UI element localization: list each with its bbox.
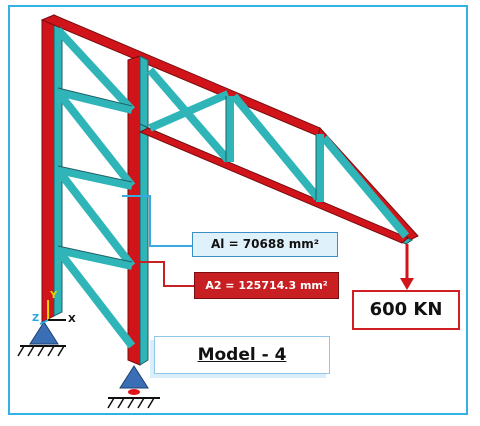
x-axis-label: X: [68, 314, 76, 325]
model-title: Model - 4: [154, 336, 330, 374]
area-2-callout: A2 = 125714.3 mm²: [194, 272, 339, 299]
diagram-border: [8, 5, 468, 415]
inner-column: [127, 55, 149, 366]
area-1-callout: Al = 70688 mm²: [192, 232, 338, 257]
column-web-members: [54, 27, 136, 349]
axis-triad: [39, 300, 66, 325]
left-pin-support: [17, 321, 66, 357]
load-arrow: [400, 244, 414, 290]
load-label: 600 KN: [352, 290, 460, 330]
bottom-chord: [138, 123, 414, 245]
area-2-leader: [140, 261, 200, 291]
y-axis-label: Y: [50, 290, 58, 301]
right-pin-support: [107, 365, 160, 409]
cantilever-web-members: [146, 67, 410, 239]
cantilever-web-edges: [225, 96, 317, 200]
z-axis-label: Z: [32, 313, 40, 324]
column-web-edges: [57, 87, 133, 263]
